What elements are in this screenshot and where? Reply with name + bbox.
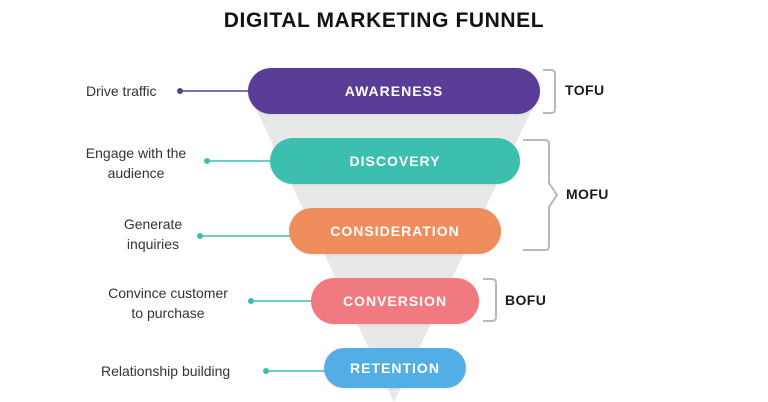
stage-conversion-desc-line: to purchase <box>131 305 205 321</box>
stage-conversion-desc-line: Convince customer <box>108 285 228 301</box>
stage-awareness: AWARENESS <box>248 68 540 114</box>
stage-consideration-label: CONSIDERATION <box>330 223 460 239</box>
stage-conversion-description: Convince customer to purchase <box>96 283 240 323</box>
stage-discovery-label: DISCOVERY <box>349 153 441 169</box>
stage-retention-label: RETENTION <box>350 360 440 376</box>
phase-label-mofu: MOFU <box>566 186 609 202</box>
stage-consideration-desc-line: inquiries <box>126 236 180 252</box>
connector-dot-consideration <box>197 233 203 239</box>
connector-dot-awareness <box>177 88 183 94</box>
phase-label-bofu: BOFU <box>505 292 547 308</box>
stage-discovery-desc-line: audience <box>107 165 165 181</box>
stage-discovery-description: Engage with the audience <box>76 143 196 183</box>
stage-consideration-desc-line: Generate <box>123 216 183 232</box>
stage-consideration-description: Generate inquiries <box>115 214 191 254</box>
stage-discovery: DISCOVERY <box>270 138 520 184</box>
diagram-title: DIGITAL MARKETING FUNNEL <box>223 9 545 32</box>
stage-awareness-description: Drive traffic <box>86 81 157 101</box>
stage-conversion: CONVERSION <box>311 278 479 324</box>
connector-dot-discovery <box>204 158 210 164</box>
connector-dot-conversion <box>248 298 254 304</box>
stage-awareness-desc-line: Drive traffic <box>86 83 157 99</box>
stage-awareness-label: AWARENESS <box>344 83 444 99</box>
phase-label-tofu: TOFU <box>565 82 605 98</box>
stage-retention-description: Relationship building <box>101 361 230 381</box>
stage-retention: RETENTION <box>324 348 466 388</box>
bracket-mofu <box>523 139 559 251</box>
stage-consideration: CONSIDERATION <box>289 208 501 254</box>
bracket-bofu <box>483 278 497 322</box>
stage-retention-desc-line: Relationship building <box>101 363 231 379</box>
bracket-tofu <box>543 69 556 114</box>
connector-dot-retention <box>263 368 269 374</box>
stage-conversion-label: CONVERSION <box>342 293 448 309</box>
stage-discovery-desc-line: Engage with the <box>85 145 187 161</box>
